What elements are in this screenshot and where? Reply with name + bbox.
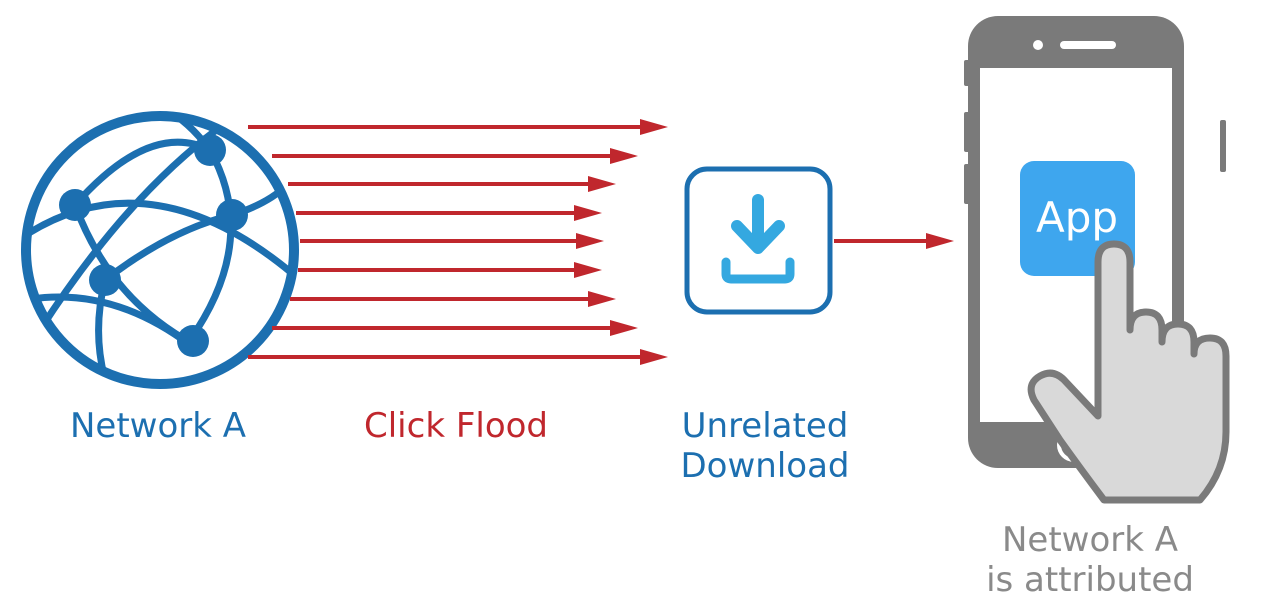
attributed-line1: Network A xyxy=(1001,520,1179,560)
app-icon-label: App xyxy=(1036,193,1118,242)
network-label: Network A xyxy=(70,406,247,446)
attributed-label: Network A is attributed xyxy=(960,520,1220,600)
attribution-arrow xyxy=(834,233,954,249)
download-icon xyxy=(684,166,833,315)
unrelated-download-line2: Download xyxy=(680,446,850,486)
globe-network-icon xyxy=(21,111,299,389)
unrelated-download-label: Unrelated Download xyxy=(660,406,870,486)
pointing-hand-icon xyxy=(1027,240,1230,504)
click-flood-label: Click Flood xyxy=(364,406,549,446)
unrelated-download-line1: Unrelated xyxy=(681,406,849,446)
attributed-line2: is attributed xyxy=(986,560,1194,600)
click-flood-arrows xyxy=(248,119,668,365)
